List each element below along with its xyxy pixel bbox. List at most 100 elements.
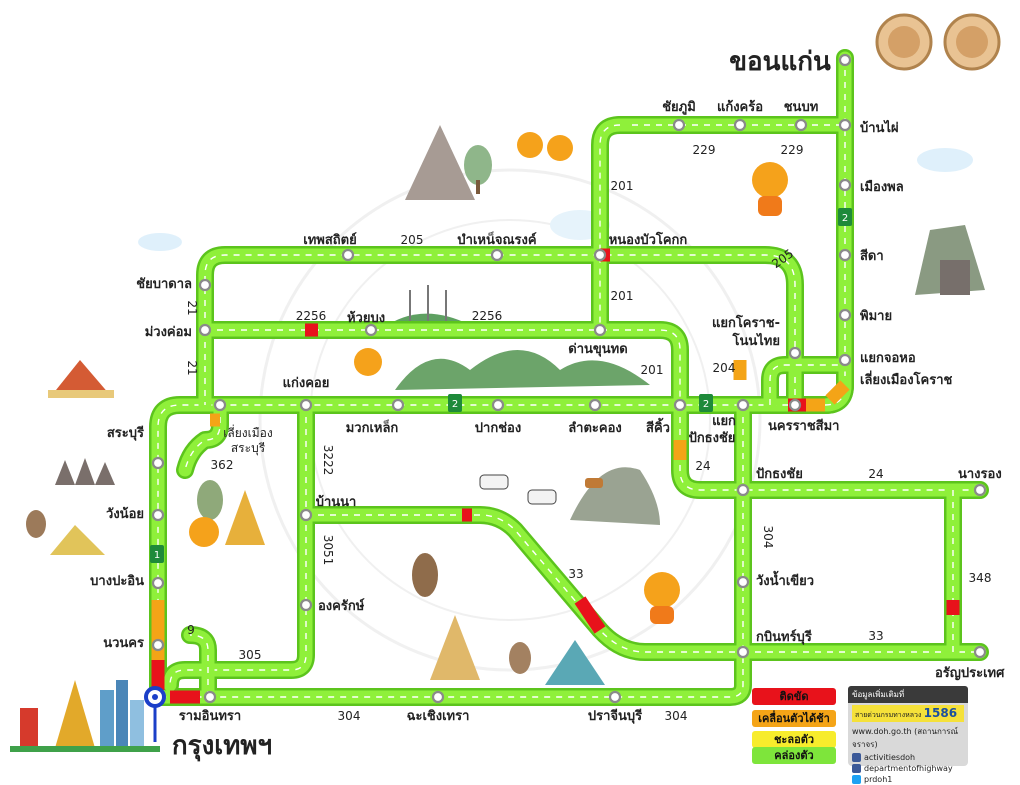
place-label: สีคิ้ว xyxy=(646,417,670,436)
place-label: แก้งคร้อ xyxy=(717,99,763,115)
station-node xyxy=(151,508,165,522)
road-segment xyxy=(183,628,215,704)
station-node xyxy=(213,398,227,412)
station-node xyxy=(672,118,686,132)
tree-icon xyxy=(509,642,531,674)
twitter-link[interactable]: prdoh1 xyxy=(848,774,968,785)
route-shield: 2 xyxy=(699,394,713,412)
route-number: 348 xyxy=(969,571,992,585)
station-node xyxy=(198,278,212,292)
place-label: ชัยบาดาล xyxy=(136,277,192,292)
hills-icon xyxy=(395,350,650,390)
place-label: เลี่ยงเมืองโคราช xyxy=(860,370,953,388)
place-label: กบินทร์บุรี xyxy=(756,629,812,645)
station-node xyxy=(151,638,165,652)
station-node xyxy=(973,483,987,497)
svg-text:2: 2 xyxy=(452,399,458,410)
deer-icon xyxy=(585,478,603,488)
place-label: ฉะเชิงเทรา xyxy=(407,709,470,724)
station-node xyxy=(838,118,852,132)
bangkok-marker xyxy=(144,686,166,742)
place-label: บ้านไผ่ xyxy=(860,119,899,136)
route-number: 21 xyxy=(185,300,199,315)
station-node xyxy=(673,398,687,412)
mascot-icon xyxy=(189,132,788,624)
station-node xyxy=(838,353,852,367)
place-label: ม่วงค่อม xyxy=(145,325,192,340)
place-label: สระบุรี xyxy=(107,425,144,441)
legend-jam: ติดขัด xyxy=(752,688,836,705)
station-node xyxy=(736,398,750,412)
station-node xyxy=(788,398,802,412)
station-node xyxy=(736,575,750,589)
hotline-box: สายด่วนกรมทางหลวง 1586 xyxy=(852,705,964,722)
place-label: โนนไทย xyxy=(732,332,780,349)
place-label: ลำตะคอง xyxy=(568,420,622,436)
hotline-label: สายด่วนกรมทางหลวง xyxy=(855,711,922,719)
station-node xyxy=(794,118,808,132)
station-node xyxy=(588,398,602,412)
station-node xyxy=(788,346,802,360)
facebook-link[interactable]: departmentofhighway xyxy=(848,763,968,774)
place-label: อรัญประเทศ xyxy=(935,666,1005,681)
traffic-condition-segment xyxy=(825,380,850,405)
facebook-link[interactable]: activitiesdoh xyxy=(848,752,968,763)
route-number: 24 xyxy=(868,467,883,481)
route-number: 205 xyxy=(401,233,424,247)
legend-smooth: คล่องตัว xyxy=(752,747,836,764)
station-node xyxy=(490,248,504,262)
place-label: วังน้ำเขียว xyxy=(756,570,814,589)
cloud-icon xyxy=(917,148,973,172)
road-centerline xyxy=(160,405,744,698)
station-node xyxy=(838,178,852,192)
place-label: องครักษ์ xyxy=(318,598,365,614)
station-node xyxy=(838,53,852,67)
route-number: 3222 xyxy=(321,445,335,476)
road-centerline xyxy=(306,514,743,653)
place-label: มวกเหล็ก xyxy=(346,418,399,436)
station-node xyxy=(736,645,750,659)
waterfall-icon xyxy=(545,640,605,685)
forest-hill-icon xyxy=(570,467,660,525)
station-node xyxy=(593,248,607,262)
place-label: ปักธงชัย xyxy=(689,431,736,446)
road-centerline xyxy=(184,405,221,471)
station-node xyxy=(151,456,165,470)
city-title-bangkok: กรุงเทพฯ xyxy=(172,731,272,762)
route-number: 33 xyxy=(568,567,583,581)
place-label: แยกจอหอ xyxy=(860,351,916,366)
route-number: 229 xyxy=(781,143,804,157)
station-node xyxy=(151,576,165,590)
tree-icon xyxy=(464,145,492,185)
hotline-number: 1586 xyxy=(923,706,958,720)
station-node xyxy=(391,398,405,412)
route-number: 204 xyxy=(713,361,736,375)
route-number: 304 xyxy=(665,709,688,723)
place-label: แก่งคอย xyxy=(283,376,330,391)
tree-icon xyxy=(412,553,438,597)
place-label: นวนคร xyxy=(103,636,144,651)
road-centerline xyxy=(769,364,845,405)
place-label: นางรอง xyxy=(958,467,1002,482)
place-label: ชัยภูมิ xyxy=(662,100,696,115)
route-number: 201 xyxy=(611,289,634,303)
twitter-icon xyxy=(852,775,861,784)
place-label: หนองบัวโคกก xyxy=(609,231,688,248)
place-label: แยก xyxy=(712,414,736,429)
saraburi-temple-icon xyxy=(225,490,265,545)
cloud-icon xyxy=(138,233,182,251)
info-title: ข้อมูลเพิ่มเติมที่ xyxy=(848,686,968,703)
place-label: บางปะอิน xyxy=(90,574,144,589)
station-node xyxy=(838,308,852,322)
route-shield: 2 xyxy=(838,208,852,226)
route-number: 201 xyxy=(611,179,634,193)
place-label: แยกโคราช- xyxy=(712,314,780,331)
website-link[interactable]: www.doh.go.th (สถานการณ์จราจร) xyxy=(852,727,959,749)
wind-turbine-icon xyxy=(409,285,447,322)
traffic-condition-segment xyxy=(574,596,606,634)
route-number: 304 xyxy=(761,526,775,549)
government-seals xyxy=(875,13,1001,71)
route-shield: 1 xyxy=(150,545,164,563)
station-node xyxy=(299,598,313,612)
